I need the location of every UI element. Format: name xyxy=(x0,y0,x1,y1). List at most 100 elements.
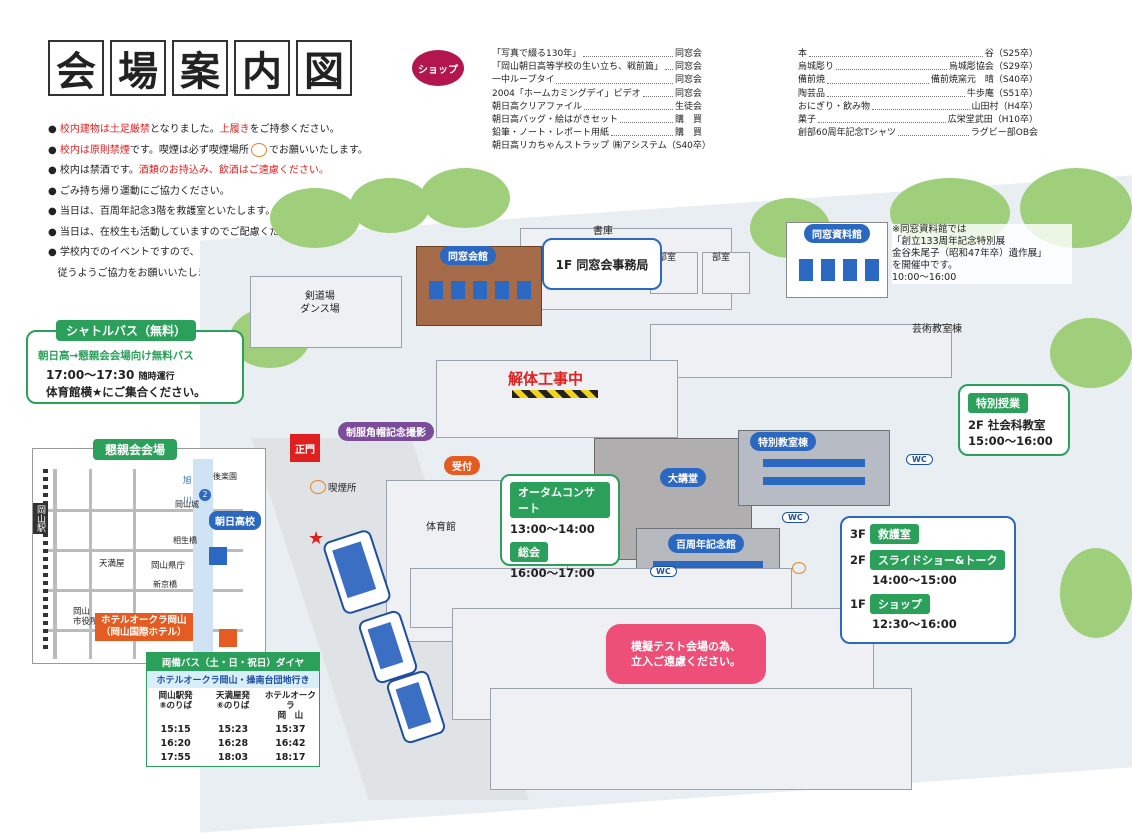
title-char: 会 xyxy=(48,40,104,96)
tree xyxy=(270,188,360,248)
wc-icon: WC xyxy=(650,566,677,577)
title-char: 案 xyxy=(172,40,228,96)
notice-item: ● 当日は、百周年記念3階を救護室といたします。 xyxy=(48,206,276,217)
alumni-archive-label: 同窓資料館 xyxy=(804,224,870,243)
timetable-subheader: ホテルオークラ岡山・操南台団地行き xyxy=(147,671,319,688)
kendo-hall-label: 剣道場ダンス場 xyxy=(300,291,340,315)
smoking-area: 喫煙所 xyxy=(310,480,357,494)
centennial-hall-label: 百周年記念館 xyxy=(668,534,744,553)
auditorium-label: 大講堂 xyxy=(660,468,706,487)
title-char: 図 xyxy=(296,40,352,96)
timetable-header: 両備バス（土・日・祝日）ダイヤ xyxy=(147,653,319,671)
special-class-room: 2F 社会科教室 xyxy=(968,418,1046,432)
auditorium-events-callout: オータムコンサート 13:00〜14:00 総会 16:00〜17:00 xyxy=(500,474,620,580)
tenmaya-label: 天満屋 xyxy=(99,559,125,569)
library-label: 書庫 xyxy=(593,226,613,237)
construction-stripe xyxy=(512,390,598,398)
demolition-label: 解体工事中 xyxy=(508,370,584,388)
river xyxy=(193,459,213,659)
station-label: 岡山駅 xyxy=(33,503,48,534)
first-aid-chip: 救護室 xyxy=(869,524,919,544)
reception-label: 受付 xyxy=(444,456,480,475)
clubroom-label: 部室 xyxy=(712,253,731,263)
floor-2f-label: 2F xyxy=(850,553,866,567)
party-venue-map: 懇親会会場 岡山駅 旭川 後楽園 岡山城 朝日高校 相生橋 天満屋 岡山県庁 新… xyxy=(32,439,266,664)
notice-item: 従うようご協力をお願いいたします。 xyxy=(57,267,227,279)
shop-item: 朝日高クリアファイル生徒会 xyxy=(492,101,702,112)
meeting-star-icon: ★ xyxy=(308,528,325,549)
shuttle-bus-time: 17:00〜17:30 随時運行 xyxy=(46,368,175,382)
korakuen-label: 後楽園 xyxy=(213,472,237,481)
uniform-photo-spot: 制服角帽記念撮影 xyxy=(338,422,434,441)
shop-item: 朝日高バッグ・絵はがきセット購 買 xyxy=(492,115,702,126)
notice-item: ● 校内は原則禁煙です。喫煙は必ず喫煙場所でお願いいたします。 xyxy=(48,142,368,157)
special-class-chip: 特別授業 xyxy=(968,393,1028,413)
general-meeting-chip: 総会 xyxy=(510,542,548,562)
slideshow-time: 14:00〜15:00 xyxy=(872,573,957,587)
shop-item: 「岡山朝日高等学校の生い立ち、戦前篇」同窓会 xyxy=(492,62,702,73)
tree xyxy=(1050,318,1132,388)
wc-icon: WC xyxy=(782,512,809,523)
main-gate-label: 正門 xyxy=(290,434,320,462)
gymnasium-label: 体育館 xyxy=(426,522,456,533)
alumni-office-text: 1F 同窓会事務局 xyxy=(555,257,649,272)
wc-icon: WC xyxy=(906,454,933,465)
mock-exam-notice: 模擬テスト会場の為、 立入ご遠慮ください。 xyxy=(606,624,766,684)
shuttle-bus-box: シャトルバス（無料） 朝日高→懇親会会場向け無料バス 17:00〜17:30 随… xyxy=(26,320,244,404)
timetable-col: ホテルオークラ岡 山 xyxy=(264,691,316,721)
river-label: 旭川 xyxy=(183,476,192,506)
notice-item: ● 校内建物は土足厳禁となりました。上履きをご持参ください。 xyxy=(48,124,340,135)
shop-chip: ショップ xyxy=(869,594,930,614)
hotel-marker xyxy=(219,629,237,647)
shop-item: 一中ループタイ同窓会 xyxy=(492,75,702,86)
notice-item: ● 当日は、在校生も活動していますのでご配慮ください。 xyxy=(48,226,310,238)
floor-3f-label: 3F xyxy=(850,527,866,541)
prefecture-office-label: 岡山県庁 xyxy=(151,561,186,571)
city-office-label: 岡山市役所 xyxy=(73,607,99,627)
shuttle-bus-header: シャトルバス（無料） xyxy=(56,320,197,341)
okayama-castle-label: 岡山城 xyxy=(175,500,199,509)
shop-item: 2004「ホームカミングデイ」ビデオ同窓会 xyxy=(492,88,702,99)
party-venue-header: 懇親会会場 xyxy=(93,439,178,460)
shop-badge: ショップ xyxy=(412,50,464,86)
clubroom-building xyxy=(702,252,750,294)
special-class-callout: 特別授業 2F 社会科教室 15:00〜16:00 xyxy=(958,384,1070,456)
aioi-bridge-label: 相生橋 xyxy=(173,536,197,545)
archive-note: ※同窓資料館では 「創立133周年記念特別展 金谷朱尾子（昭和47年卒）遺作展」… xyxy=(892,224,1072,284)
shop-item: 菓子広栄堂武田（H10卒） xyxy=(798,115,1038,126)
shop-item: 烏城彫り烏城彫協会（S29卒） xyxy=(798,62,1038,73)
centennial-floors-callout: 3F 救護室 2F スライドショー&トーク 14:00〜15:00 1F ショッ… xyxy=(840,516,1016,644)
shop-item: 陶芸品牛歩庵（S51卒） xyxy=(798,88,1038,99)
title-char: 内 xyxy=(234,40,290,96)
clubroom-label: 部室 xyxy=(658,253,677,263)
title-char: 場 xyxy=(110,40,166,96)
hotel-label: ホテルオークラ岡山（岡山国際ホテル） xyxy=(95,613,193,641)
tree xyxy=(1060,548,1132,638)
notice-item: ● 校内は禁酒です。酒類のお持込み、飲酒はご遠慮ください。 xyxy=(48,165,329,176)
railway xyxy=(43,469,48,649)
campus-map: 書庫 部室 部室 同窓会館 1F 同窓会事務局 同窓資料館 ※同窓資料館では 「… xyxy=(190,168,1132,833)
autumn-concert-chip: オータムコンサート xyxy=(510,482,610,518)
smoking-icon xyxy=(250,142,267,157)
asahi-school-label: 朝日高校 xyxy=(209,511,261,530)
art-classroom-label: 芸術教室棟 xyxy=(912,324,962,335)
alumni-office-callout: 1F 同窓会事務局 xyxy=(542,238,662,290)
route-2-marker: 2 xyxy=(199,489,211,501)
shop-time: 12:30〜16:00 xyxy=(872,617,957,631)
shop-item: おにぎり・飲み物山田村（H4卒） xyxy=(798,101,1038,112)
shop-item: 本谷（S25卒） xyxy=(798,49,1038,59)
general-meeting-time: 16:00〜17:00 xyxy=(510,566,595,580)
art-classroom-building xyxy=(650,324,952,378)
shuttle-bus-meeting: 体育館横★にご集合ください。 xyxy=(46,385,206,399)
floor-1f-label: 1F xyxy=(850,597,866,611)
shinkyo-bridge-label: 新京橋 xyxy=(153,580,177,589)
tree xyxy=(420,168,510,228)
page-title: 会 場 案 内 図 xyxy=(48,40,352,96)
shop-item: 創部60周年記念Tシャツラグビー部OB会 xyxy=(798,128,1038,139)
